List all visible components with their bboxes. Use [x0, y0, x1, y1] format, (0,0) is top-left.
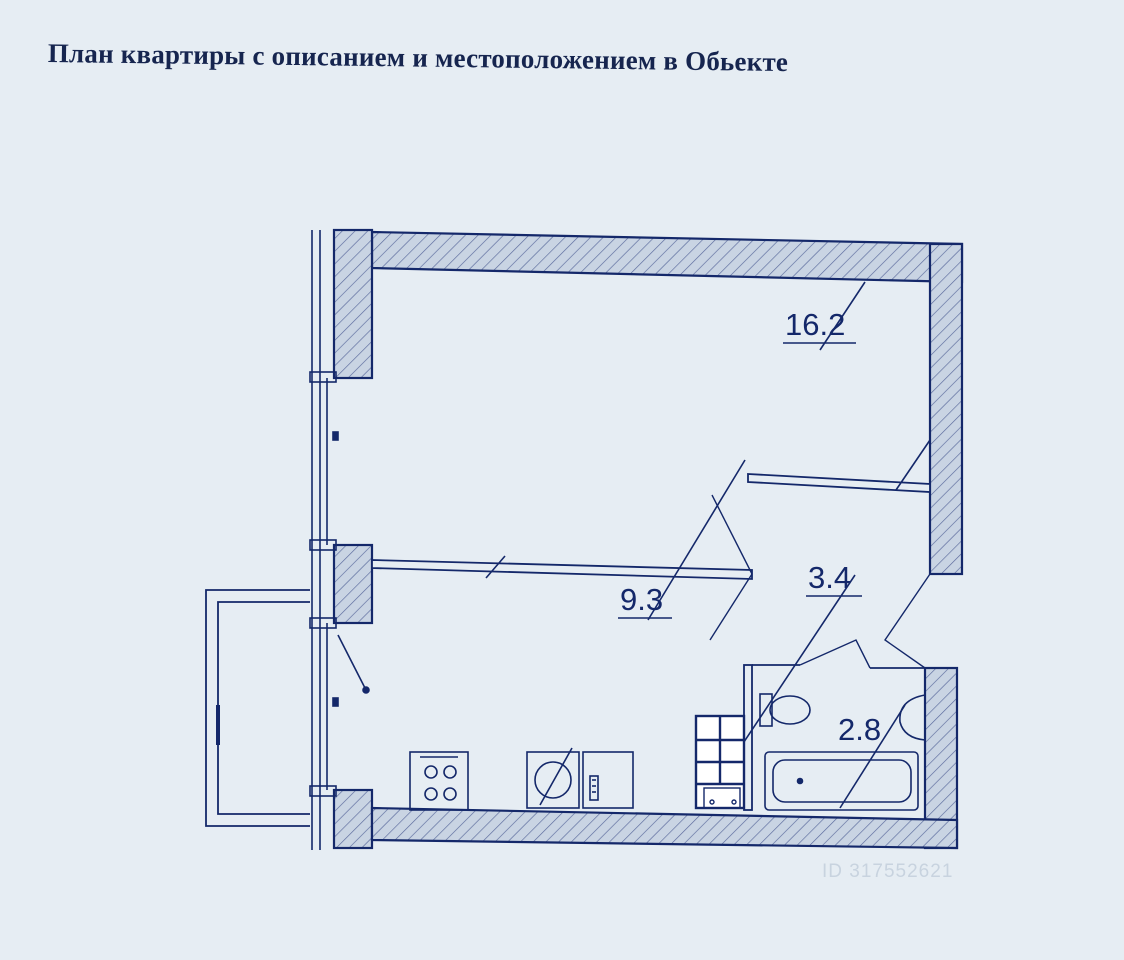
toilet — [759, 693, 811, 727]
area-kitchen: 9.3 — [620, 582, 663, 617]
stove — [409, 751, 469, 811]
bottom-wall — [370, 806, 959, 850]
ventilation-shaft — [694, 714, 746, 810]
bathroom-wall-left — [743, 664, 753, 811]
right-wall-upper — [928, 242, 964, 576]
partition-hall-living — [747, 473, 931, 493]
left-wall-middle — [332, 543, 374, 625]
kitchen-sink — [526, 751, 580, 809]
facade-window-lines — [309, 230, 339, 850]
balcony-door — [337, 634, 370, 694]
balcony — [205, 589, 310, 827]
refrigerator — [582, 751, 634, 809]
bathtub — [764, 751, 919, 811]
area-hallway: 3.4 — [808, 560, 851, 595]
area-bathroom: 2.8 — [838, 712, 881, 747]
area-labels: 16.2 9.3 3.4 2.8 — [618, 307, 881, 747]
washbasin — [899, 694, 926, 741]
area-living-room: 16.2 — [785, 307, 845, 342]
left-wall-upper — [332, 228, 374, 380]
left-wall-lower — [332, 788, 374, 850]
partition-kitchen-living — [371, 559, 753, 580]
door-swings — [709, 494, 931, 669]
partitions — [371, 473, 931, 811]
walls — [332, 228, 964, 850]
washing-machine — [703, 787, 741, 809]
watermark-text: ID 317552621 — [822, 861, 953, 882]
top-wall — [370, 230, 964, 284]
